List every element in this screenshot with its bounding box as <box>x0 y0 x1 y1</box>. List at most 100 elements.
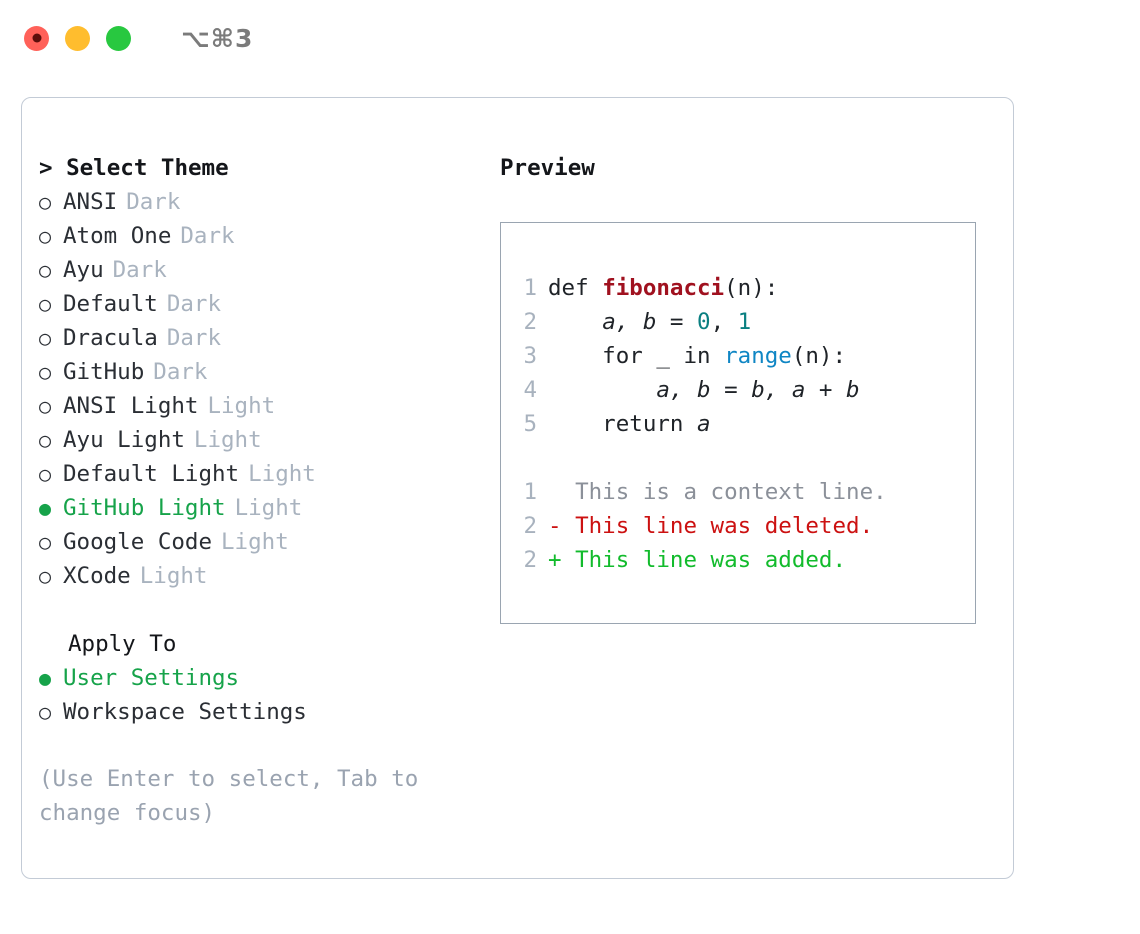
theme-option-label: ANSI <box>63 189 118 215</box>
close-button-icon[interactable] <box>24 25 49 51</box>
code-line-text: a, b = b, a + b <box>548 373 860 407</box>
code-line-number: 5 <box>523 411 537 437</box>
theme-option-label: Dracula <box>63 325 158 351</box>
code-token-num: 0 <box>697 309 711 335</box>
code-token-var: b, a + b <box>751 377 860 403</box>
theme-variant-tag: Dark <box>112 257 167 283</box>
radio-unselected-icon: ○ <box>39 258 52 282</box>
theme-variant-tag: Light <box>234 495 303 521</box>
code-token-plain <box>548 377 656 403</box>
theme-option-label: ANSI Light <box>63 393 199 419</box>
theme-option-label: Default Light <box>63 461 240 487</box>
code-token-plain: return <box>548 411 698 437</box>
keyboard-hint-text: (Use Enter to select, Tab to change focu… <box>39 766 419 826</box>
diff-line-text: This line was added. <box>575 547 847 573</box>
theme-variant-tag: Dark <box>180 223 235 249</box>
apply-to-option-label: User Settings <box>63 665 240 691</box>
radio-unselected-icon: ○ <box>39 564 52 588</box>
maximize-button-icon[interactable] <box>106 25 131 51</box>
code-spacer <box>513 441 975 475</box>
apply-to-option-user-settings[interactable]: ● User Settings <box>39 661 500 695</box>
code-token-plain: = <box>710 377 752 403</box>
theme-option-ayu[interactable]: ○ Ayu Dark <box>39 253 500 287</box>
theme-variant-tag: Light <box>139 563 208 589</box>
radio-selected-icon: ● <box>39 666 52 690</box>
theme-option-atom-one[interactable]: ○ Atom One Dark <box>39 219 500 253</box>
radio-unselected-icon: ○ <box>39 326 52 350</box>
code-token-plain <box>548 309 602 335</box>
window-controls <box>24 25 131 51</box>
diff-line-add: 2+ This line was added. <box>513 543 975 577</box>
title-bar: ⌥⌘3 <box>0 0 1140 76</box>
diff-line-number: 2 <box>523 513 537 539</box>
code-token-builtin: range <box>724 343 792 369</box>
theme-option-label: GitHub <box>63 359 145 385</box>
code-token-plain: (n): <box>791 343 847 369</box>
theme-option-label: Ayu <box>63 257 104 283</box>
code-token-num: 1 <box>737 309 752 335</box>
diff-sample: 1 This is a context line.2- This line wa… <box>513 475 975 577</box>
select-theme-heading: > Select Theme <box>39 155 229 181</box>
theme-variant-tag: Dark <box>153 359 208 385</box>
theme-option-ansi[interactable]: ○ ANSI Dark <box>39 185 500 219</box>
diff-line-del: 2- This line was deleted. <box>513 509 975 543</box>
theme-option-label: GitHub Light <box>63 495 226 521</box>
apply-to-heading: Apply To <box>68 631 177 657</box>
diff-line-text: This line was deleted. <box>575 513 874 539</box>
code-line: 2 a, b = 0, 1 <box>513 305 975 339</box>
code-line-number: 2 <box>523 309 537 335</box>
code-token-plain: for _ in <box>548 343 725 369</box>
code-line: 3 for _ in range(n): <box>513 339 975 373</box>
code-line-text: a, b = 0, 1 <box>548 305 751 339</box>
diff-marker <box>548 475 575 509</box>
radio-unselected-icon: ○ <box>39 224 52 248</box>
code-line-number: 4 <box>523 377 537 403</box>
theme-option-xcode[interactable]: ○ XCode Light <box>39 559 500 593</box>
minimize-button-icon[interactable] <box>65 25 90 51</box>
diff-line-number: 2 <box>523 547 537 573</box>
theme-option-label: XCode <box>63 563 131 589</box>
theme-variant-tag: Light <box>248 461 316 487</box>
theme-option-label: Google Code <box>63 529 213 555</box>
code-line-number: 1 <box>523 275 537 301</box>
code-token-plain: = <box>656 309 698 335</box>
radio-unselected-icon: ○ <box>39 190 52 214</box>
theme-option-label: Atom One <box>63 223 172 249</box>
diff-line-ctx: 1 This is a context line. <box>513 475 975 509</box>
radio-unselected-icon: ○ <box>39 428 52 452</box>
code-token-plain: (n): <box>724 275 779 301</box>
theme-option-label: Ayu Light <box>63 427 185 453</box>
diff-line-number: 1 <box>523 479 537 505</box>
apply-to-option-label: Workspace Settings <box>63 699 307 725</box>
code-token-plain: , <box>710 309 738 335</box>
code-line-text: def fibonacci(n): <box>548 271 778 305</box>
theme-variant-tag: Light <box>207 393 276 419</box>
theme-option-label: Default <box>63 291 158 317</box>
radio-unselected-icon: ○ <box>39 700 52 724</box>
code-line-text: for _ in range(n): <box>548 339 846 373</box>
apply-to-option-workspace-settings[interactable]: ○ Workspace Settings <box>39 695 500 729</box>
radio-unselected-icon: ○ <box>39 530 52 554</box>
radio-unselected-icon: ○ <box>39 292 52 316</box>
theme-variant-tag: Dark <box>166 325 222 351</box>
preview-heading: Preview <box>500 155 595 181</box>
theme-option-dracula[interactable]: ○ Dracula Dark <box>39 321 500 355</box>
apply-to-list: ● User Settings ○ Workspace Settings <box>39 661 500 729</box>
code-token-var: a, b <box>602 309 657 335</box>
theme-variant-tag: Dark <box>126 189 181 215</box>
code-line-number: 3 <box>523 343 537 369</box>
code-token-plain: def <box>548 275 603 301</box>
